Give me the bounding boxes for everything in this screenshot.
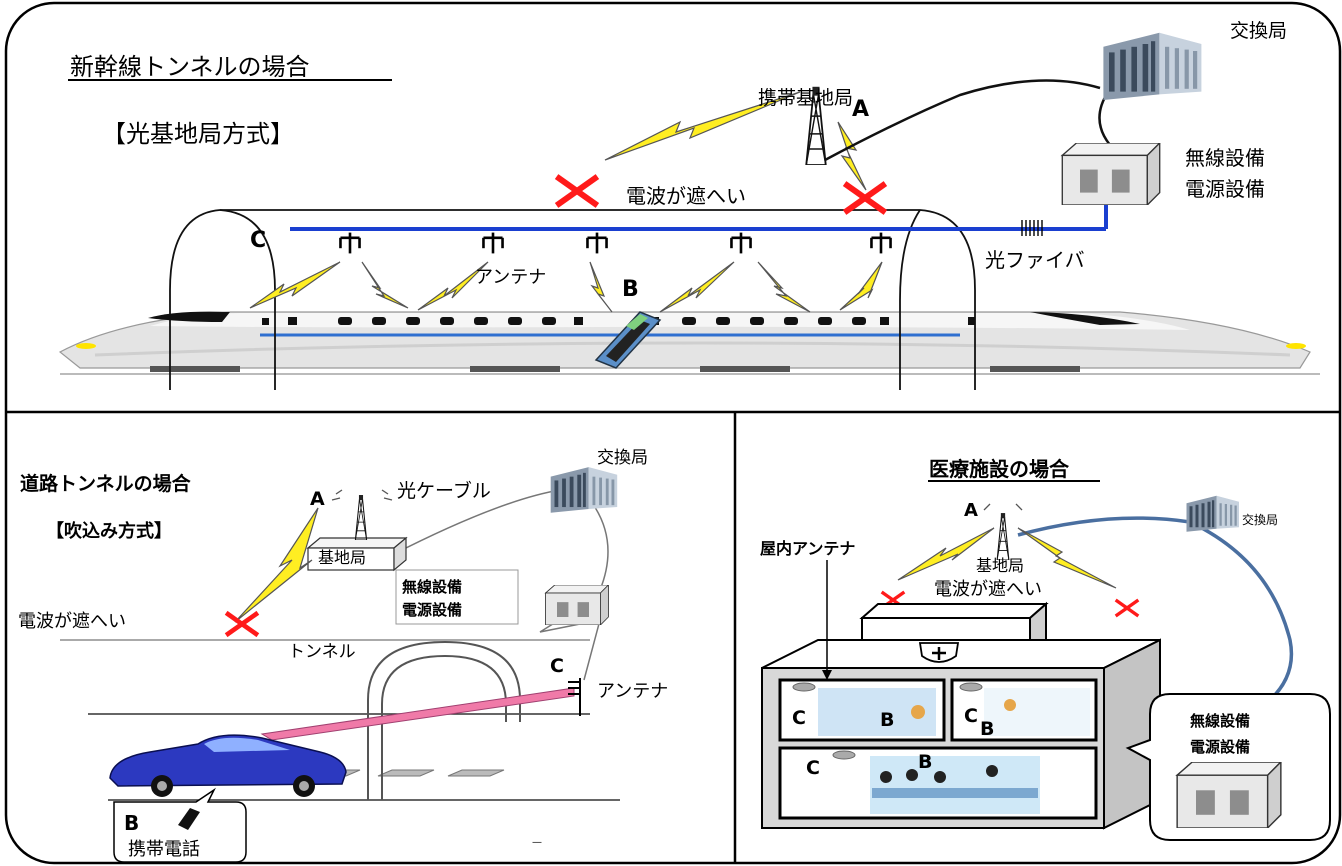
svg-text:—: — <box>532 837 542 848</box>
road-radio-equipment-label: 無線設備 <box>402 578 462 596</box>
top-panel: 新幹線トンネルの場合 【光基地局方式】 携帯基地局 交換局 電波が遮へい 無線設… <box>58 20 1320 390</box>
medical-signal-bolt <box>897 527 995 581</box>
medical-base-station-label: 基地局 <box>976 556 1024 575</box>
road-base-station-tower-icon <box>354 494 368 540</box>
road-mobile-phone-label: 携帯電話 <box>128 839 200 860</box>
medical-exchange-label: 交換局 <box>1242 512 1278 527</box>
medical-indoor-antenna-label: 屋内アンテナ <box>760 539 855 558</box>
top-label-c: C <box>250 228 266 253</box>
road-optical-cable-label: 光ケーブル <box>397 479 491 502</box>
road-equipment-box-icon <box>545 585 609 625</box>
road-tunnel-arch <box>367 640 521 800</box>
antenna-icon <box>870 232 892 254</box>
signal-bolts-outside <box>604 91 867 191</box>
shinkansen-train <box>58 311 1320 375</box>
tunnel-outline <box>169 209 976 390</box>
medical-signal-bolt <box>1017 527 1117 589</box>
radio-beam <box>260 687 575 741</box>
top-exchange-label: 交換局 <box>1230 20 1287 42</box>
antenna-icon <box>482 232 504 254</box>
medical-panel: 医療施設の場合 屋内アンテナ 基地局 電波が遮へい 交換局 無線設備 電源設備 … <box>760 457 1331 841</box>
exchange-building-icon <box>1103 32 1202 100</box>
radio-equipment-box-icon <box>1061 143 1161 205</box>
antenna-icon <box>339 232 361 254</box>
road-base-station-box <box>306 536 408 572</box>
medical-title: 医療施設の場合 <box>929 457 1070 481</box>
antenna-icon <box>586 232 608 254</box>
medical-label-b: B <box>880 709 894 731</box>
road-phone-icon <box>178 808 200 830</box>
medical-radio-equipment-label: 無線設備 <box>1190 712 1250 730</box>
top-title: 新幹線トンネルの場合 <box>70 53 310 81</box>
road-label-c: C <box>550 655 564 677</box>
medical-exchange-building-icon <box>1186 495 1239 532</box>
top-label-a: A <box>852 97 869 122</box>
road-exchange-label: 交換局 <box>597 448 648 468</box>
top-method: 【光基地局方式】 <box>102 120 294 148</box>
medical-blocked-cross-icon <box>1113 598 1141 618</box>
hospital-building <box>761 601 1161 830</box>
top-label-b: B <box>622 277 639 302</box>
top-power-equipment-label: 電源設備 <box>1185 177 1265 201</box>
road-antenna-icon <box>568 678 581 716</box>
medical-radio-blocked-label: 電波が遮へい <box>934 579 1042 600</box>
medical-power-equipment-label: 電源設備 <box>1190 738 1250 756</box>
top-radio-blocked-label: 電波が遮へい <box>626 184 746 208</box>
top-optical-fiber-label: 光ファイバ <box>985 248 1085 272</box>
top-antenna-label: アンテナ <box>475 267 546 288</box>
car-icon <box>109 734 347 797</box>
road-label-a: A <box>310 488 325 510</box>
road-panel: — 道路トンネルの場合 【吹込み方式】 交換局 光ケーブル 基地局 無線設備 電… <box>18 448 668 863</box>
medical-label-b: B <box>918 751 932 773</box>
antenna-icon <box>730 232 752 254</box>
top-radio-equipment-label: 無線設備 <box>1185 146 1265 170</box>
cable-line <box>1098 91 1111 146</box>
road-exchange-building-icon <box>550 467 618 513</box>
medical-label-c: C <box>964 705 978 727</box>
mobile-phone-icon <box>594 311 662 369</box>
medical-label-c: C <box>792 707 806 729</box>
road-antenna-label: アンテナ <box>597 681 668 702</box>
medical-equipment-box-icon <box>1176 762 1282 828</box>
cable-line <box>824 79 1101 162</box>
top-base-station-label: 携帯基地局 <box>758 87 853 109</box>
tunnel-antennas <box>339 232 892 254</box>
optical-fiber-line <box>290 205 1108 236</box>
blocked-cross-icon <box>557 177 598 206</box>
road-radio-blocked-label: 電波が遮へい <box>18 611 126 632</box>
road-base-station-label: 基地局 <box>318 548 366 567</box>
road-power-equipment-label: 電源設備 <box>402 601 462 619</box>
road-method: 【吹込み方式】 <box>46 520 172 542</box>
road-label-b: B <box>124 811 139 835</box>
medical-label-b: B <box>980 718 994 740</box>
medical-label-a: A <box>964 500 978 521</box>
signal-bolts-tunnel <box>249 261 883 313</box>
road-signal-bolt <box>234 507 319 623</box>
outer-frame <box>4 1 1342 865</box>
medical-cable <box>1017 516 1294 722</box>
medical-base-station-tower-icon <box>996 512 1010 560</box>
road-title: 道路トンネルの場合 <box>20 472 192 495</box>
medical-label-c: C <box>806 757 820 779</box>
road-tunnel-label: トンネル <box>288 642 356 662</box>
